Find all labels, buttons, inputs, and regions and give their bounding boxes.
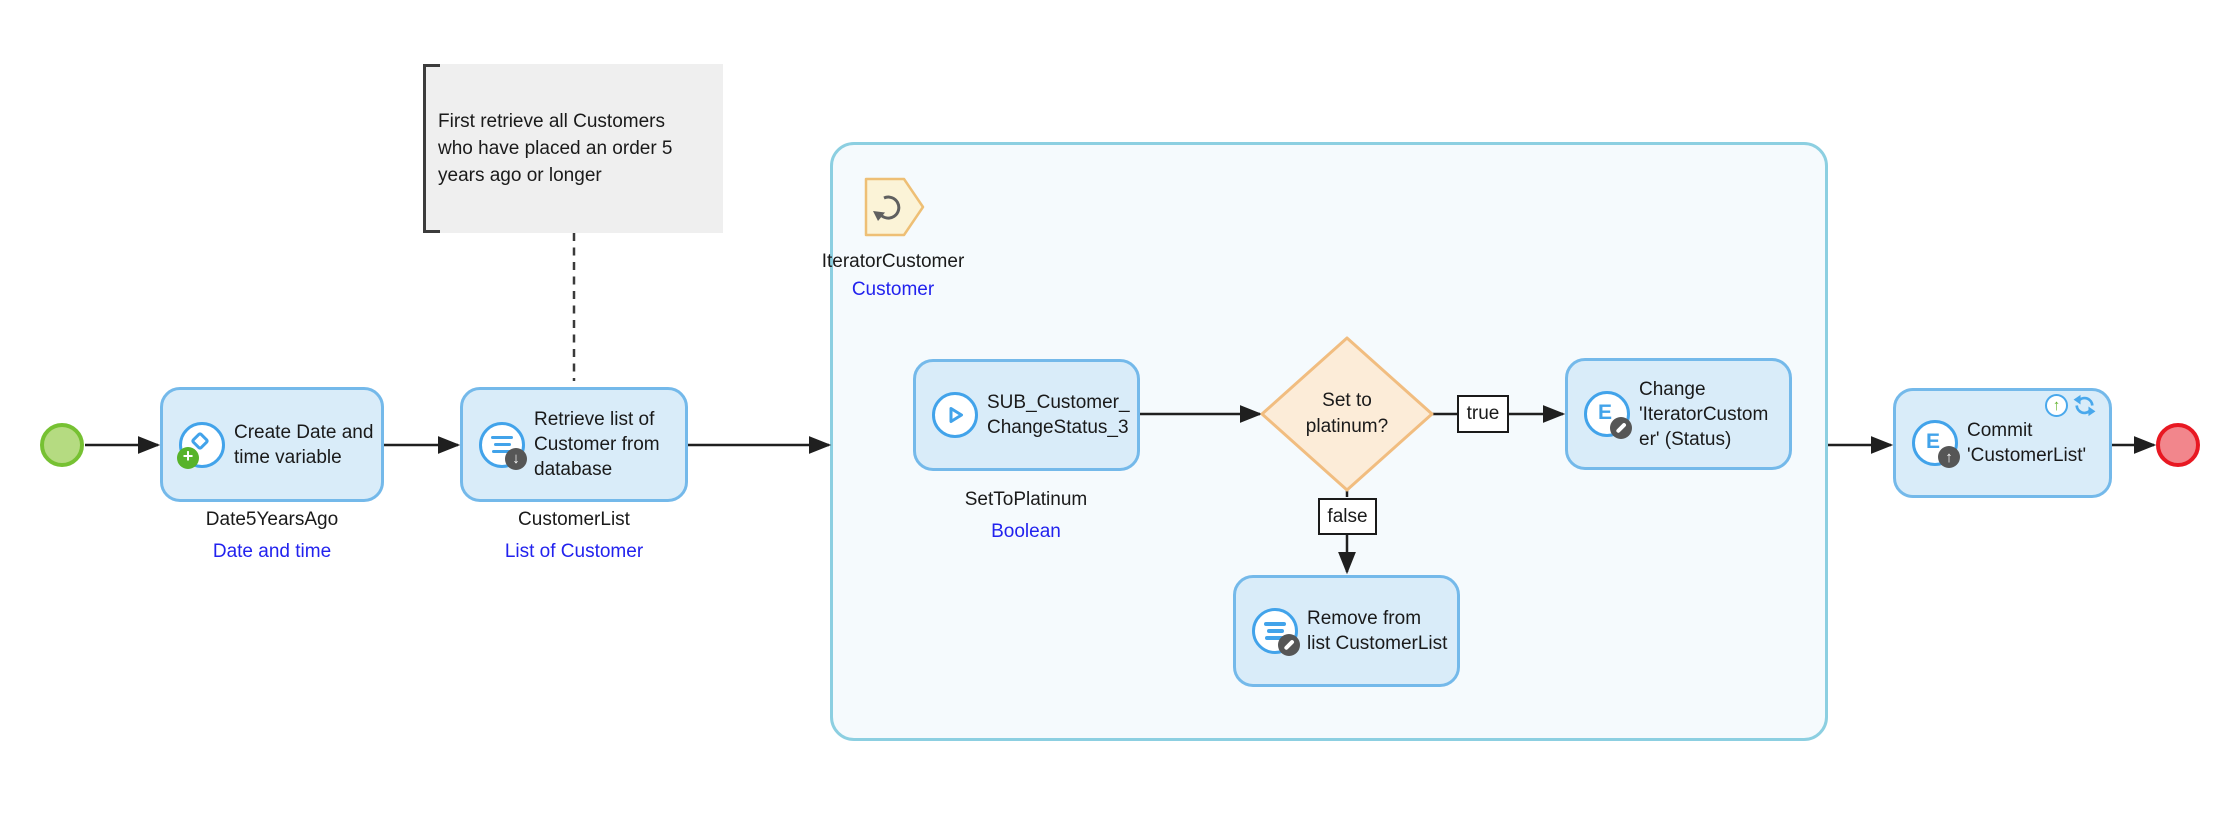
iterator-name: IteratorCustomer [821, 251, 965, 272]
activity-change-object[interactable]: Change 'IteratorCustom er' (Status) [1565, 358, 1792, 470]
commit-indicators [2045, 393, 2097, 418]
loop-iterator-icon [864, 177, 925, 237]
activity-commit[interactable]: Commit 'CustomerList' [1893, 388, 2112, 498]
activity-label: Retrieve list of Customer from database [534, 409, 660, 480]
activity-label: Remove from list CustomerList [1307, 608, 1448, 654]
end-event[interactable] [2156, 423, 2200, 467]
loop-pentagon [864, 177, 925, 237]
create-variable-icon [177, 421, 225, 469]
activity-remove-from-list[interactable]: Remove from list CustomerList [1233, 575, 1460, 687]
download-badge-icon [505, 447, 527, 470]
caption-create-variable: Date5YearsAgo Date and time [162, 504, 382, 568]
commit-object-icon [1912, 420, 1960, 468]
annotation-note[interactable]: First retrieve all Customers who have pl… [423, 64, 723, 233]
start-event[interactable] [40, 423, 84, 467]
loop-rotate-arrow [878, 195, 901, 220]
decision-diamond[interactable] [1260, 336, 1434, 492]
activity-label: Create Date and time variable [234, 421, 374, 468]
iterator-entity: Customer [851, 279, 935, 300]
activity-label: Commit 'CustomerList' [1967, 420, 2087, 466]
annotation-bracket [423, 64, 440, 233]
variable-type: List of Customer [504, 541, 644, 562]
add-badge-icon [177, 446, 199, 469]
list-glyph [1255, 611, 1295, 651]
refresh-icon [2073, 394, 2096, 417]
false-edge-label[interactable]: false [1318, 498, 1377, 535]
commit-indicator-icon [2045, 394, 2068, 417]
caption-retrieve-list: CustomerList List of Customer [464, 504, 684, 568]
activity-label: Change 'IteratorCustom er' (Status) [1639, 378, 1769, 450]
activity-retrieve-list[interactable]: Retrieve list of Customer from database [460, 387, 688, 502]
decision-label: Set to platinum? [1305, 390, 1389, 437]
play-glyph [935, 395, 975, 435]
activity-create-variable[interactable]: Create Date and time variable [160, 387, 384, 502]
annotation-text: First retrieve all Customers who have pl… [438, 111, 673, 186]
edit-badge-icon [1610, 417, 1632, 439]
commit-badge-icon [1938, 446, 1960, 468]
change-object-icon [1584, 391, 1632, 439]
loop-iterator-caption: IteratorCustomer Customer [783, 248, 1003, 304]
activity-sub-call[interactable]: SUB_Customer_ ChangeStatus_3 [913, 359, 1140, 471]
variable-name: CustomerList [518, 509, 630, 530]
variable-type: Boolean [991, 521, 1061, 542]
variable-name: SetToPlatinum [964, 489, 1088, 510]
activity-label: SUB_Customer_ ChangeStatus_3 [987, 392, 1130, 438]
variable-name: Date5YearsAgo [205, 509, 339, 530]
loop-rotate-arrowhead [873, 211, 885, 221]
remove-from-list-icon [1252, 608, 1300, 656]
caption-sub-call: SetToPlatinum Boolean [916, 484, 1136, 548]
edit-badge-icon [1278, 634, 1300, 656]
call-microflow-icon [932, 392, 978, 438]
variable-type: Date and time [212, 541, 332, 562]
list-glyph [482, 425, 522, 465]
true-edge-label[interactable]: true [1457, 395, 1509, 433]
retrieve-from-database-icon [479, 421, 527, 470]
